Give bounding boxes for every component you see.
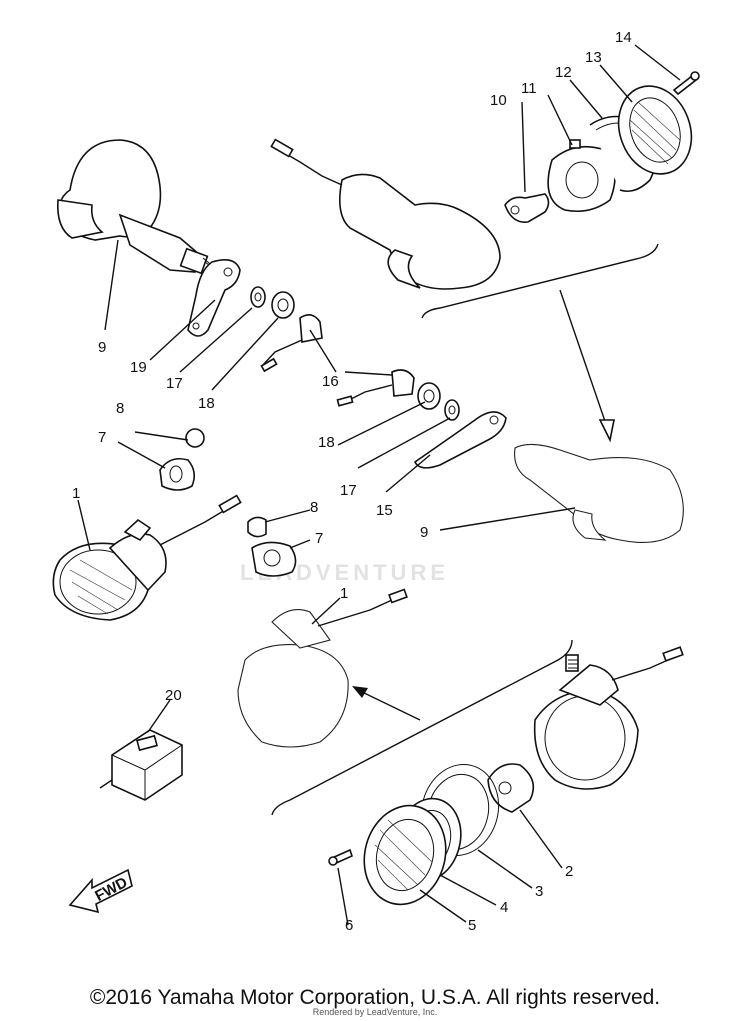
callout-9-lower: 9	[420, 524, 428, 541]
bracket-19[interactable]	[187, 259, 241, 337]
assembly-bracket-lower	[271, 639, 573, 816]
callout-17-upper: 17	[166, 375, 183, 392]
callout-18-upper: 18	[198, 395, 215, 412]
callout-8-left: 8	[116, 400, 124, 417]
wire-16-lower[interactable]	[336, 369, 415, 407]
lens-13[interactable]	[607, 76, 704, 185]
callout-17-lower: 17	[340, 482, 357, 499]
callout-8-center: 8	[310, 499, 318, 516]
lens-5[interactable]	[353, 796, 456, 913]
callout-10: 10	[490, 92, 507, 109]
callout-1-center: 1	[340, 585, 348, 602]
callout-6: 6	[345, 917, 353, 934]
stay-7-center[interactable]	[251, 541, 297, 577]
rear-flasher-housing-left[interactable]	[56, 139, 219, 275]
callout-1-left: 1	[72, 485, 80, 502]
nut-8-center[interactable]	[247, 516, 267, 538]
screw-6[interactable]	[328, 848, 353, 866]
copyright-notice: ©2016 Yamaha Motor Corporation, U.S.A. A…	[89, 986, 661, 1009]
callout-5: 5	[468, 917, 476, 934]
bracket-15[interactable]	[413, 411, 507, 469]
arrow-to-ghost-center	[352, 686, 421, 721]
callout-9-upper: 9	[98, 339, 106, 356]
flasher-relay-20[interactable]	[99, 729, 183, 801]
bulb-2[interactable]	[487, 763, 535, 813]
wire-16-upper[interactable]	[260, 314, 323, 373]
callout-7-left: 7	[98, 429, 106, 446]
callout-13: 13	[585, 49, 602, 66]
callout-14: 14	[615, 29, 632, 46]
callout-7-center: 7	[315, 530, 323, 547]
callout-15: 15	[376, 502, 393, 519]
callout-3: 3	[535, 883, 543, 900]
callout-2: 2	[565, 863, 573, 880]
callout-4: 4	[500, 899, 508, 916]
callout-numbers: 14 13 12 11 10 9 19 17 18 16 8 7 1 18 17…	[72, 29, 632, 934]
bulb-10[interactable]	[504, 193, 550, 223]
callout-11: 11	[521, 80, 537, 97]
callout-20: 20	[165, 687, 182, 704]
flasher-housing-ghost-right	[514, 443, 684, 543]
rendered-by-credit: Rendered by LeadVenture, Inc.	[312, 1007, 438, 1017]
forward-arrow-icon: FWD	[68, 868, 133, 914]
front-flasher-housing-lower-right[interactable]	[533, 646, 684, 790]
callout-16: 16	[322, 373, 339, 390]
washer-17-lower[interactable]	[444, 399, 460, 421]
callout-18-lower: 18	[318, 434, 335, 451]
stay-7-left[interactable]	[159, 457, 196, 491]
grommet-18-upper[interactable]	[271, 291, 295, 319]
nut-8-left[interactable]	[185, 428, 205, 448]
rear-flasher-body-upper-right[interactable]	[270, 138, 501, 290]
front-flasher-ghost-center	[237, 588, 408, 748]
callout-12: 12	[555, 64, 572, 81]
washer-17-upper[interactable]	[250, 286, 266, 308]
assembly-bracket-upper	[421, 243, 659, 443]
screw-14[interactable]	[672, 71, 700, 96]
leader-lines	[77, 44, 681, 926]
socket-11[interactable]	[547, 139, 616, 213]
callout-19: 19	[130, 359, 147, 376]
front-flasher-1-left[interactable]	[52, 494, 242, 621]
grommet-18-lower[interactable]	[417, 382, 441, 410]
